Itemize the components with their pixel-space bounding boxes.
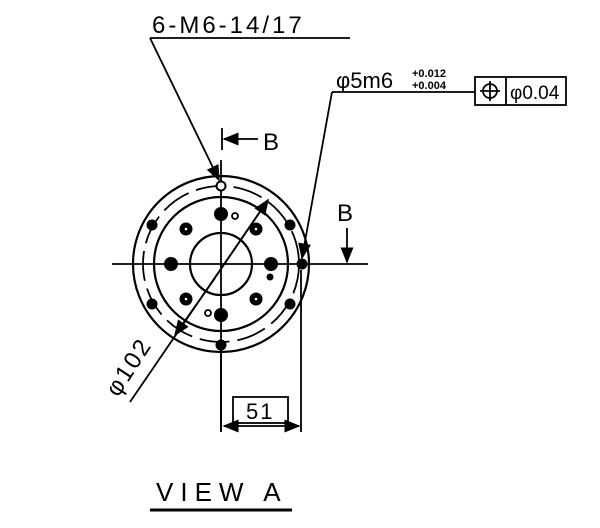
hole-icon — [264, 257, 278, 271]
thread-callout-text: 6-M6-14/17 — [152, 12, 305, 39]
pin-callout — [298, 76, 567, 260]
dimension-box — [232, 396, 289, 424]
small-open-hole-icon — [231, 212, 239, 220]
hole-icon — [214, 308, 228, 322]
hole-icon — [214, 207, 228, 221]
pin-hole-icon — [215, 180, 227, 192]
position-tolerance-text: φ0.04 — [510, 83, 560, 104]
diameter-dimension — [129, 198, 269, 403]
offset-dimension-text: 51 — [246, 399, 274, 424]
small-open-hole-icon — [204, 309, 212, 317]
hole-icon — [164, 257, 178, 271]
bolt-hole-icon — [284, 298, 296, 310]
bolt-hole-icon — [284, 219, 296, 231]
section-marker-top — [221, 128, 258, 150]
bolt-hole-icon — [146, 219, 158, 231]
section-marker-top-label: B — [263, 129, 279, 156]
inner-holes — [164, 207, 278, 322]
position-symbol-icon — [480, 81, 500, 101]
offset-dimension — [220, 270, 302, 433]
thread-callout — [149, 37, 350, 182]
section-marker-right-label: B — [337, 200, 353, 227]
tolerance-upper-text: +0.012 — [412, 68, 446, 80]
small-hole-icon — [266, 273, 274, 281]
flange-view — [112, 160, 368, 430]
feature-control-frame — [474, 76, 567, 106]
bolt-hole-icon — [296, 258, 308, 270]
bolt-hole-icon — [146, 298, 158, 310]
view-title: VIEW A — [156, 477, 288, 507]
pin-size-text: φ5m6 — [336, 68, 393, 93]
diameter-dimension-text: φ102 — [100, 333, 157, 401]
bolt-holes — [146, 219, 308, 351]
tolerance-lower-text: +0.004 — [412, 80, 447, 92]
